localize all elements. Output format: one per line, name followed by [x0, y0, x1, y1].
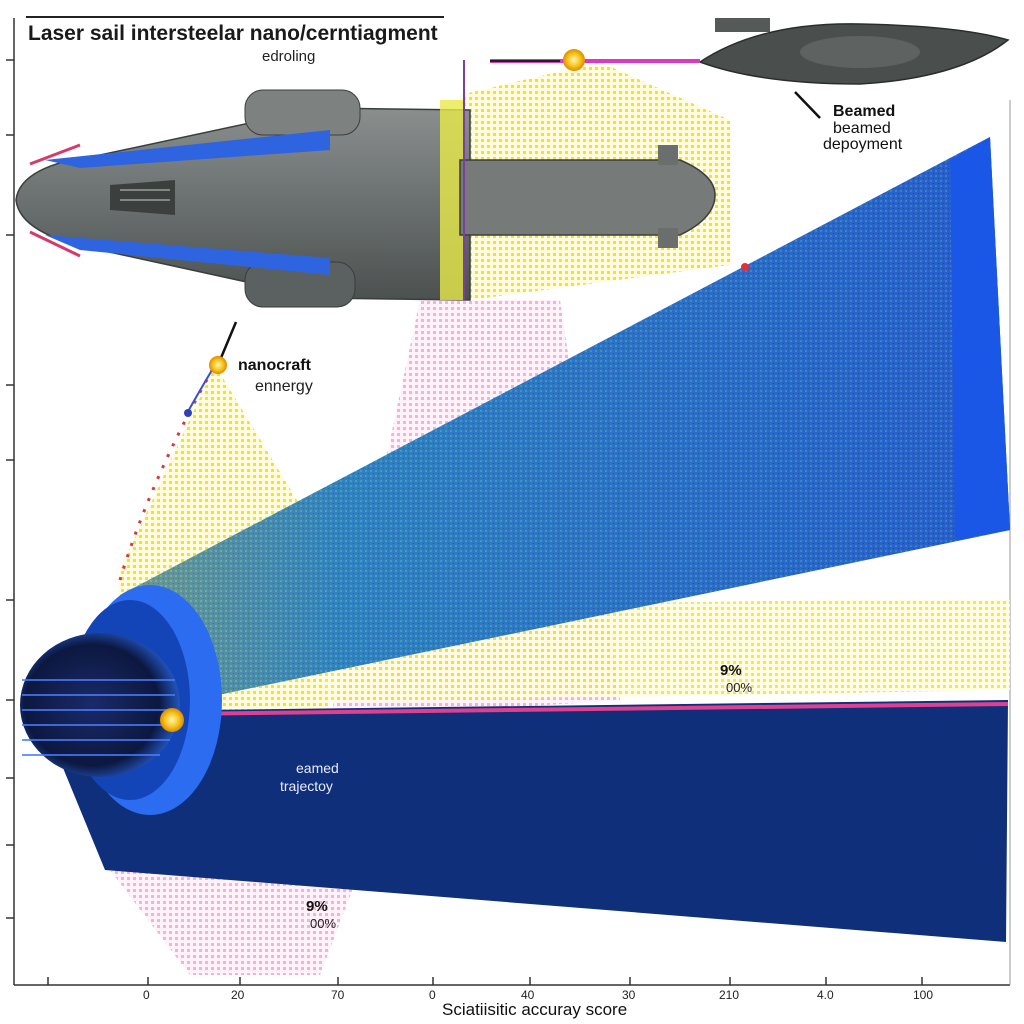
x-tick: 70: [331, 988, 345, 1002]
sun-marker-icon-nanocraft: [209, 356, 227, 374]
diagram-title: Laser sail intersteelar nano/cerntiagmen…: [28, 22, 438, 45]
x-tick: 40: [521, 988, 535, 1002]
x-tick: 0: [429, 988, 436, 1002]
x-tick: 20: [231, 988, 245, 1002]
x-tick: 0: [143, 988, 150, 1002]
label-beamed-2: beamed: [833, 120, 891, 137]
percent-upper-sub: 00%: [726, 680, 753, 695]
percent-lower-sub: 00%: [310, 916, 337, 931]
probe-dot: [184, 409, 192, 417]
x-axis-ticks: [47, 977, 923, 985]
beam-wedge-edge: [950, 137, 1010, 540]
diagram-subtitle: edroling: [262, 48, 316, 65]
x-tick: 30: [622, 988, 636, 1002]
percent-lower: 9%: [306, 898, 328, 915]
sun-marker-icon-launch: [160, 708, 184, 732]
x-tick: 4.0: [817, 988, 834, 1002]
label-energy: ennergy: [255, 378, 313, 395]
percent-upper: 9%: [720, 662, 742, 679]
label-eamed: eamed: [296, 760, 339, 776]
x-tick: 100: [913, 988, 934, 1002]
label-deployment: depoyment: [823, 136, 903, 153]
label-nanocraft: nanocraft: [238, 357, 311, 374]
pink-energy-region-lower: [110, 870, 360, 975]
axis-frame: [13, 16, 1011, 986]
red-marker: [741, 263, 749, 271]
x-tick: 210: [719, 988, 740, 1002]
launch-dish: [20, 585, 222, 815]
spacecraft-icon: [15, 60, 716, 308]
probe-icon: [698, 18, 1010, 119]
energy-arc: [118, 364, 217, 581]
trajectory-line: [171, 702, 1009, 716]
beam-wedge-mesh: [120, 137, 1010, 705]
trajectory-beam: [40, 700, 1008, 942]
label-beamed-1: Beamed: [833, 103, 896, 120]
sun-marker-icon: [563, 49, 585, 71]
x-axis-label: Sciatiisitic accuray score: [442, 1000, 628, 1019]
label-trajectory: trajectoy: [280, 778, 333, 794]
y-axis-ticks: [6, 59, 14, 919]
